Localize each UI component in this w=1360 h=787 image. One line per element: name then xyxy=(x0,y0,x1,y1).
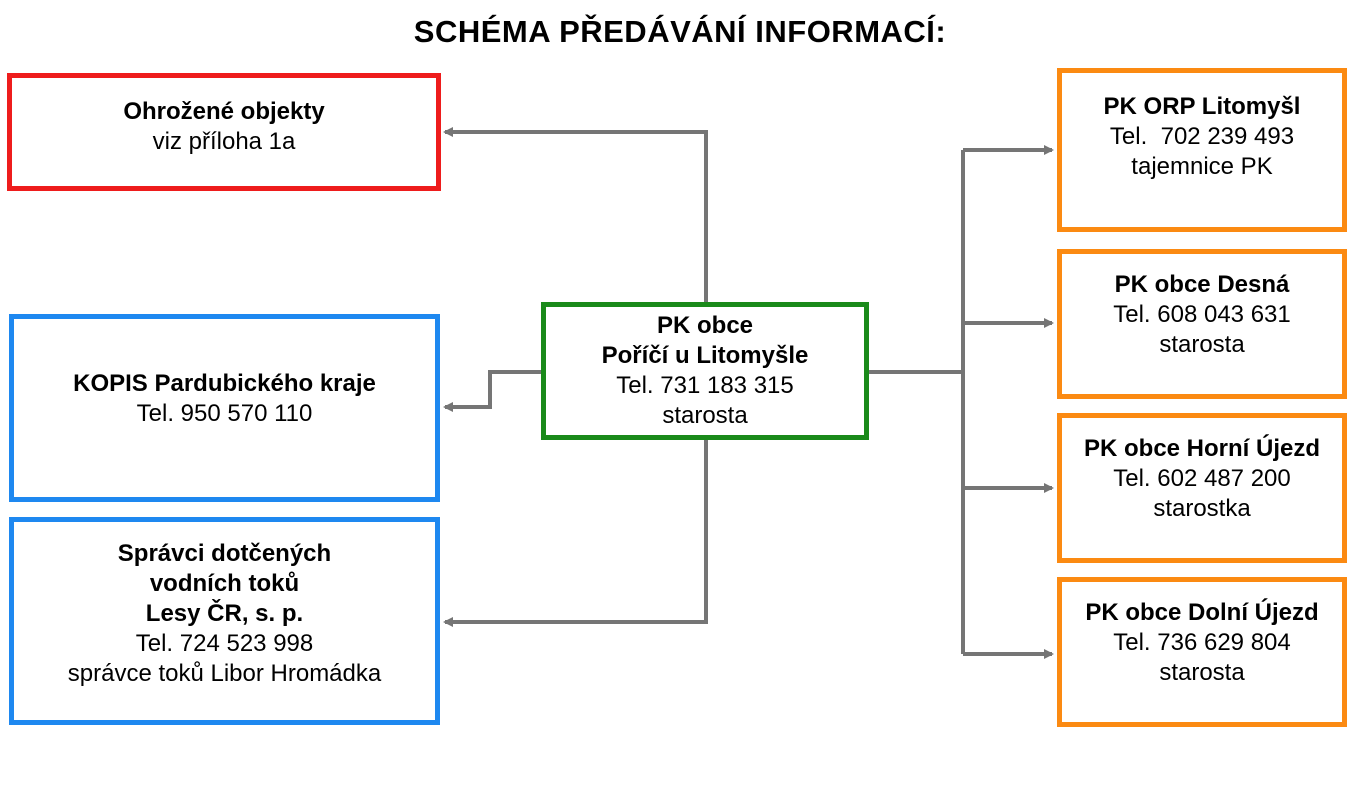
box-orp-litomysl: PK ORP Litomyšl Tel. 702 239 493 tajemni… xyxy=(1057,68,1347,232)
box-phone: Tel. 724 523 998 xyxy=(135,630,314,657)
box-heading: Poříčí u Litomyšle xyxy=(601,342,809,369)
box-heading: PK obce xyxy=(656,312,754,339)
box-phone: Tel. 702 239 493 xyxy=(1109,123,1295,150)
box-phone: Tel. 950 570 110 xyxy=(136,400,313,427)
box-water-managers: Správci dotčených vodních toků Lesy ČR, … xyxy=(9,517,440,725)
box-phone: Tel. 608 043 631 xyxy=(1113,301,1291,328)
box-threatened-objects: Ohrožené objekty viz příloha 1a xyxy=(7,73,441,191)
box-phone: Tel. 736 629 804 xyxy=(1113,629,1291,656)
box-center-crisis-staff: PK obce Poříčí u Litomyšle Tel. 731 183 … xyxy=(541,302,869,440)
box-dolni-ujezd: PK obce Dolní Újezd Tel. 736 629 804 sta… xyxy=(1057,577,1347,727)
arrow-to-kopis xyxy=(443,370,543,412)
box-role: správce toků Libor Hromádka xyxy=(67,660,382,687)
box-role: starostka xyxy=(1153,495,1251,522)
diagram-title: SCHÉMA PŘEDÁVÁNÍ INFORMACÍ: xyxy=(413,14,947,49)
box-heading: Správci dotčených xyxy=(117,540,332,567)
box-heading: PK obce Horní Újezd xyxy=(1083,435,1321,462)
arrow-to-water-managers xyxy=(443,439,708,627)
box-desna: PK obce Desná Tel. 608 043 631 starosta xyxy=(1057,249,1347,399)
box-kopis: KOPIS Pardubického kraje Tel. 950 570 11… xyxy=(9,314,440,502)
box-heading: Lesy ČR, s. p. xyxy=(145,600,304,627)
box-phone: Tel. 602 487 200 xyxy=(1113,465,1291,492)
box-heading: vodních toků xyxy=(149,570,300,597)
arrow-to-threatened-objects xyxy=(443,127,708,304)
box-role: starosta xyxy=(662,402,748,429)
box-phone: Tel. 731 183 315 xyxy=(616,372,794,399)
box-role: starosta xyxy=(1159,331,1245,358)
box-text: viz příloha 1a xyxy=(152,128,296,155)
box-heading: Ohrožené objekty xyxy=(123,98,325,125)
box-heading: PK obce Desná xyxy=(1114,271,1290,298)
box-heading: PK obce Dolní Újezd xyxy=(1085,599,1319,626)
box-role: starosta xyxy=(1159,659,1245,686)
box-heading: PK ORP Litomyšl xyxy=(1103,93,1301,120)
box-role: tajemnice PK xyxy=(1131,153,1273,180)
box-heading: KOPIS Pardubického kraje xyxy=(73,370,376,397)
box-horni-ujezd: PK obce Horní Újezd Tel. 602 487 200 sta… xyxy=(1057,413,1347,563)
